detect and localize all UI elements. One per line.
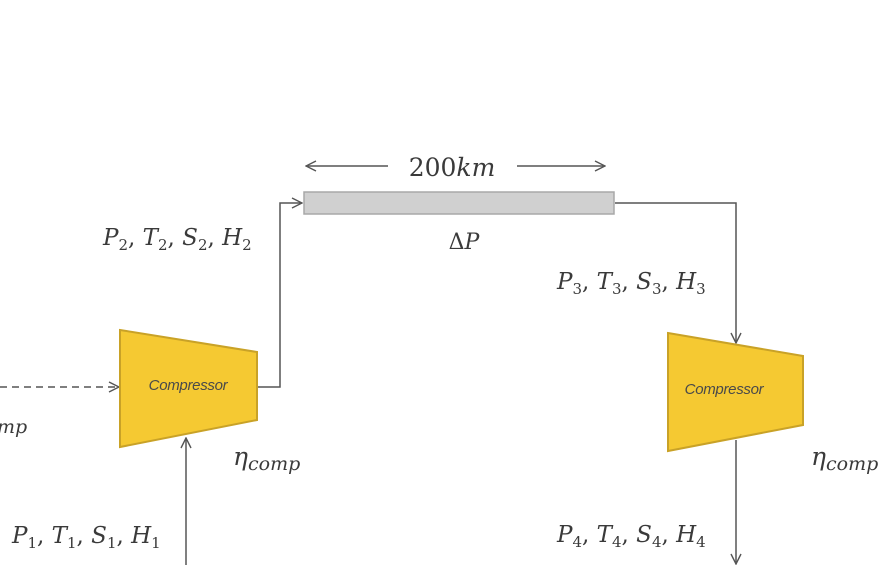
compressor-right-label: Compressor: [685, 381, 765, 398]
flow-line-compressor-to-pipe: [258, 203, 302, 388]
state-3-label: P3, T3, S3, H3: [556, 269, 706, 298]
efficiency-right-label: ηcomp: [811, 442, 878, 475]
compressor-left-label: Compressor: [149, 377, 229, 394]
compressor-right: Compressor: [667, 331, 804, 453]
pressure-drop-label: ΔP: [449, 230, 481, 255]
pipeline: [303, 191, 615, 215]
flow-line-pipe-to-compressor: [615, 202, 736, 343]
efficiency-left-label: ηcomp: [233, 442, 300, 475]
distance-label: 200km: [409, 153, 496, 182]
partial-work-label: mp: [0, 416, 27, 438]
state-2-label: P2, T2, S2, H2: [102, 225, 252, 254]
distance-indicator: 200km: [306, 153, 605, 182]
state-4-label: P4, T4, S4, H4: [556, 522, 706, 551]
state-1-label: P1, T1, S1, H1: [11, 523, 161, 552]
compressor-left: Compressor: [119, 328, 258, 449]
